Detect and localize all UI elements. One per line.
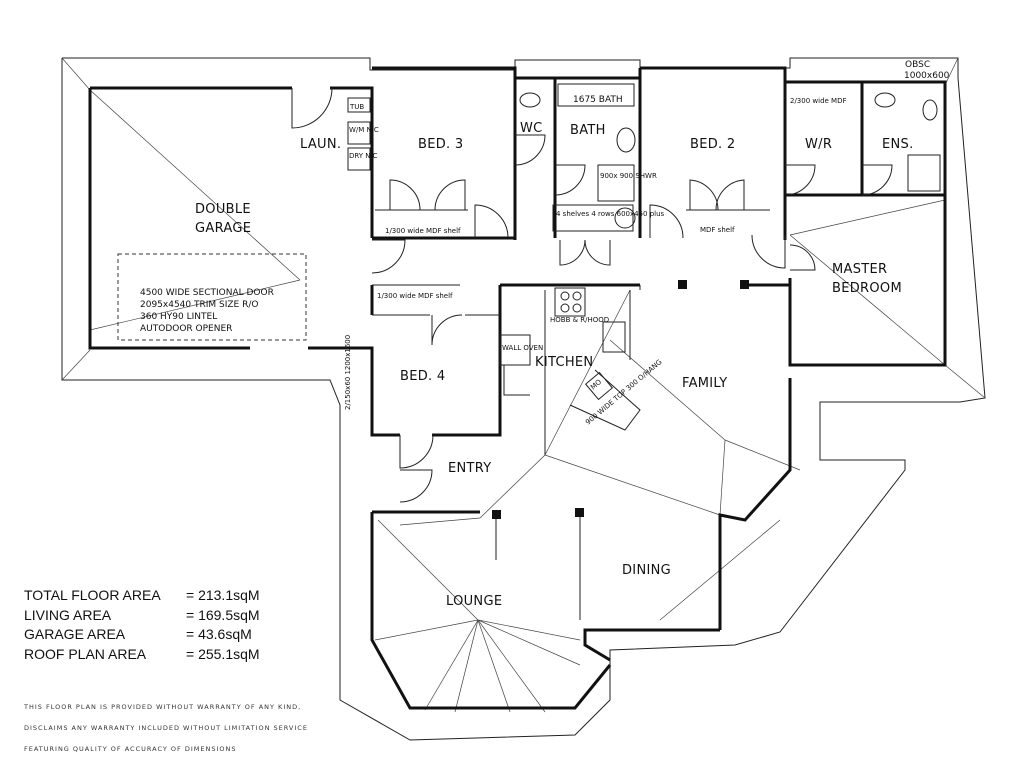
area-row: ROOF PLAN AREA = 255.1sqM (24, 645, 296, 665)
area-row: GARAGE AREA = 43.6sqM (24, 625, 296, 645)
label-ens: ENS. (882, 137, 914, 152)
area-label: TOTAL FLOOR AREA (24, 587, 161, 603)
garage-note-line-2: 2095x4540 TRIM SIZE R/O (140, 300, 258, 310)
garage-note-line-3: 360 HY90 LINTEL (140, 312, 217, 322)
label-obsc: OBSC (905, 60, 930, 70)
label-entry: ENTRY (448, 461, 492, 476)
label-bedroom: BEDROOM (832, 281, 902, 296)
garage-note-line-4: AUTODOOR OPENER (140, 324, 232, 334)
label-obsc-size: 1000x600 (904, 71, 950, 81)
label-master: MASTER (832, 262, 887, 277)
label-garage: GARAGE (195, 221, 251, 236)
area-value: = 255.1sqM (186, 645, 260, 662)
label-bed2: BED. 2 (690, 137, 735, 152)
area-row: TOTAL FLOOR AREA = 213.1sqM (24, 586, 296, 606)
garage-note: 4500 WIDE SECTIONAL DOOR 2095x4540 TRIM … (140, 288, 274, 334)
label-lounge: LOUNGE (446, 594, 502, 609)
label-bath-size: 1675 BATH (573, 95, 623, 105)
area-value: = 213.1sqM (186, 587, 260, 603)
label-laundry: LAUN. (300, 137, 341, 152)
label-wall-oven: WALL OVEN (502, 344, 543, 352)
disclaimer-line: DISCLAIMS ANY WARRANTY INCLUDED WITHOUT … (24, 724, 308, 732)
disclaimer-line: FEATURING QUALITY OF ACCURACY OF DIMENSI… (24, 745, 237, 753)
label-wr: W/R (805, 137, 832, 152)
label-bed3: BED. 3 (418, 137, 463, 152)
label-bed2-shelf: MDF shelf (700, 226, 735, 234)
area-label: GARAGE AREA (24, 626, 126, 642)
label-bed4: BED. 4 (400, 369, 445, 384)
area-row: LIVING AREA = 169.5sqM (24, 606, 296, 626)
label-linen: 4 shelves 4 rows 600x450 plus (556, 210, 665, 218)
disclaimer-line: THIS FLOOR PLAN IS PROVIDED WITHOUT WARR… (24, 703, 302, 711)
disclaimer: THIS FLOOR PLAN IS PROVIDED WITHOUT WARR… (24, 697, 308, 760)
posts (492, 280, 749, 519)
label-bath: BATH (570, 123, 606, 138)
area-label: LIVING AREA (24, 606, 112, 623)
label-kitchen: KITCHEN (535, 355, 593, 370)
label-wr-shelf: 2/300 wide MDF (790, 97, 847, 105)
label-dry-nic: DRY NIC (349, 152, 378, 160)
label-tub: TUB (349, 103, 364, 111)
area-label: ROOF PLAN AREA (24, 645, 147, 662)
roof-outline (61, 57, 986, 741)
label-wm-nic: W/M NIC (349, 126, 379, 134)
label-wc: WC (520, 121, 543, 136)
label-family: FAMILY (682, 376, 728, 391)
garage-door-outline (117, 253, 307, 341)
lounge-hips (374, 519, 581, 713)
label-bench: 900 WIDE TOP 300 O/HANG (584, 358, 663, 426)
label-bed4-shelf: 1/300 wide MDF shelf (377, 292, 453, 300)
label-shower: 900x 900 SHWR (600, 172, 657, 180)
area-summary: TOTAL FLOOR AREA = 213.1sqM LIVING AREA … (24, 586, 296, 664)
label-dining: DINING (622, 563, 671, 578)
area-value: = 169.5sqM (186, 606, 260, 623)
label-hobb: HOBB & R/HOOD (550, 316, 609, 324)
label-double: DOUBLE (195, 202, 251, 217)
external-walls (88, 66, 947, 710)
interior-details (347, 83, 941, 620)
room-labels: LAUN. TUB W/M NIC DRY NIC BED. 3 1/300 w… (195, 60, 950, 609)
garage-note-line-1: 4500 WIDE SECTIONAL DOOR (140, 288, 274, 298)
area-value: = 43.6sqM (186, 626, 252, 642)
roof-hips (61, 57, 986, 621)
label-window-note: 2/150x60 1200x1600 (344, 335, 352, 410)
door-swings (291, 87, 893, 503)
label-bed3-shelf: 1/300 wide MDF shelf (385, 227, 461, 235)
